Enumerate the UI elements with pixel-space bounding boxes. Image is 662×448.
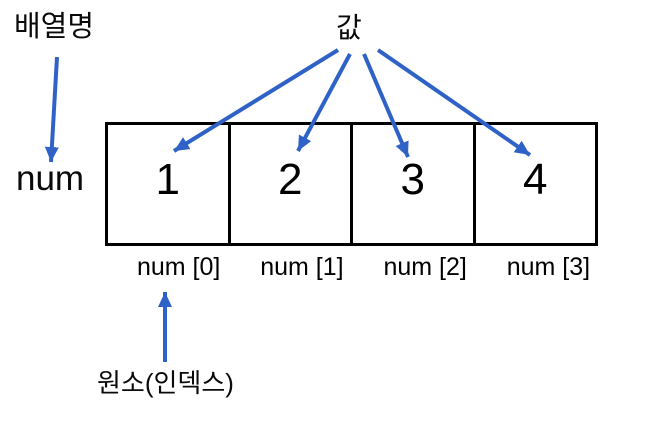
array-box: 1 2 3 4 xyxy=(105,122,598,246)
array-cell-3: 4 xyxy=(472,125,596,243)
element-index-label: 원소(인덱스) xyxy=(97,368,234,398)
index-label-1: num [1] xyxy=(260,253,344,281)
cell-value-1: 2 xyxy=(278,155,303,204)
index-label-0: num [0] xyxy=(136,253,221,281)
array-cell-2: 3 xyxy=(350,125,473,243)
array-name-label: 배열명 xyxy=(14,11,95,43)
index-label-2: num [2] xyxy=(383,253,467,281)
value-label: 값 xyxy=(336,12,362,43)
array-name-text: num xyxy=(16,159,85,198)
cell-value-2: 3 xyxy=(400,155,425,204)
index-label-row: num [0] num [1] num [2] num [3] xyxy=(117,253,610,282)
array-cell-1: 2 xyxy=(227,125,351,243)
array-cell-0: 1 xyxy=(108,125,228,243)
cell-value-3: 4 xyxy=(523,155,548,204)
cell-value-0: 1 xyxy=(155,155,180,204)
arrow-array-name-to-num xyxy=(44,56,59,163)
index-label-3: num [3] xyxy=(506,253,591,281)
